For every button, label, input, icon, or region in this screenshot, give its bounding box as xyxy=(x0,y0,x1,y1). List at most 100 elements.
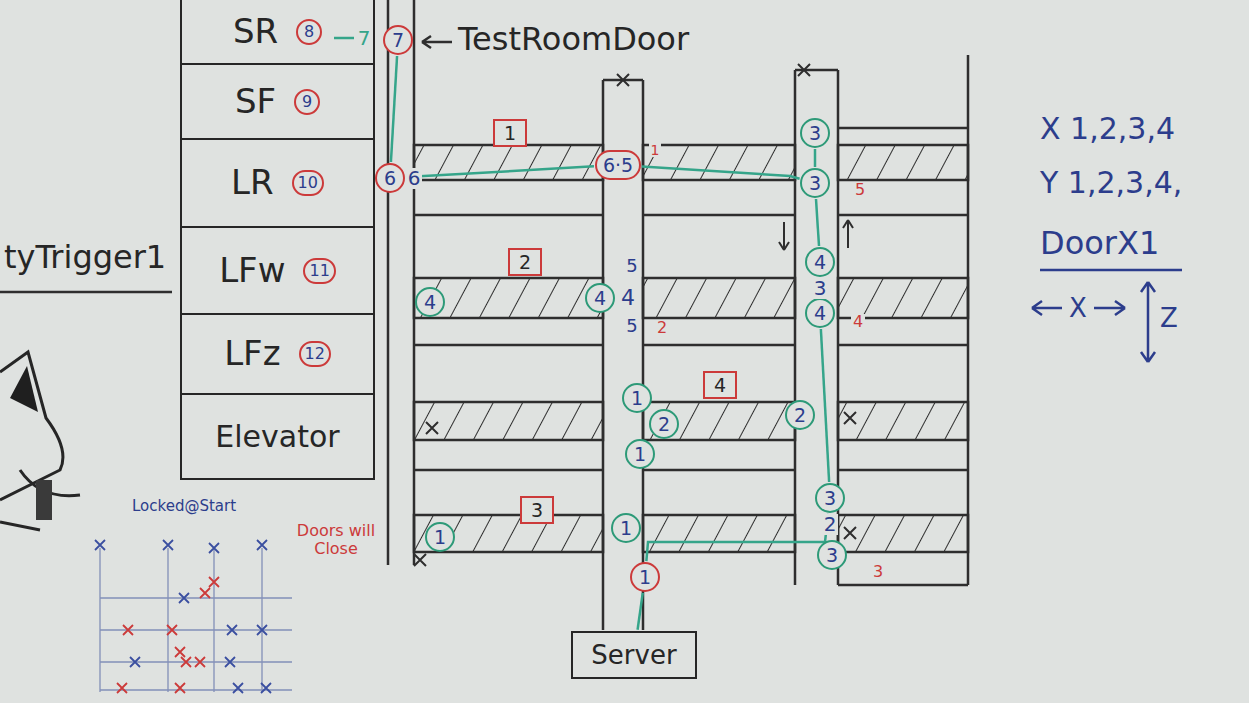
callout-number: 6 xyxy=(406,168,423,189)
teal-link xyxy=(334,37,354,40)
red-circle-marker: 7 xyxy=(383,25,413,55)
note-label: DoorX1 xyxy=(1040,226,1159,261)
callout-number: 7 xyxy=(356,28,373,49)
route-connector xyxy=(646,514,828,561)
marker-number: 4 xyxy=(424,293,436,312)
red-circle-marker: 6 xyxy=(375,163,405,193)
room-name: LFz xyxy=(224,335,280,372)
marker-number: 4 xyxy=(814,253,826,272)
callout-number: X xyxy=(1069,294,1087,323)
fox-tag xyxy=(36,480,52,520)
route-connector xyxy=(821,329,829,482)
callout-number: 5 xyxy=(624,257,639,276)
marker-number: 7 xyxy=(392,31,404,50)
axis-legend-arrows xyxy=(1032,270,1182,362)
green-circle-marker: 1 xyxy=(425,522,455,552)
fox-ear xyxy=(10,366,38,412)
red-box-number: 2 xyxy=(508,248,542,277)
red-box-number: 4 xyxy=(703,371,737,400)
callout-number: 4 xyxy=(619,286,637,309)
marker-number: 1 xyxy=(504,123,516,144)
red-circle-marker: 1 xyxy=(630,562,660,592)
green-circle-marker: 1 xyxy=(611,513,641,543)
test-room-pointer xyxy=(422,36,452,48)
room-box: SF 9 xyxy=(180,65,375,140)
room-box: LR 10 xyxy=(180,140,375,228)
door-x-marks xyxy=(414,64,856,566)
room-number: 11 xyxy=(303,258,335,284)
green-circle-marker: 4 xyxy=(805,247,835,277)
room-box: Elevator xyxy=(180,395,375,480)
room-number: 12 xyxy=(299,341,331,367)
corridor-band xyxy=(643,278,795,318)
direction-arrows xyxy=(779,220,853,250)
marker-number: 2 xyxy=(658,415,670,434)
room-number: 9 xyxy=(294,89,320,115)
corridor-band xyxy=(643,515,795,552)
marker-number: 1 xyxy=(634,445,646,464)
marker-number: 3 xyxy=(531,500,543,521)
green-circle-marker: 3 xyxy=(800,118,830,148)
trigger-underline xyxy=(0,291,172,294)
fox-sketch xyxy=(0,352,80,530)
server-box: Server xyxy=(571,631,696,680)
marker-number: 6·5 xyxy=(603,156,633,175)
green-circle-marker: 1 xyxy=(622,383,652,413)
marker-number: 2 xyxy=(794,406,806,425)
red-box-number: 1 xyxy=(493,119,527,148)
marker-number: 3 xyxy=(826,546,838,565)
note-label: TestRoomDoor xyxy=(458,22,689,57)
green-circle-marker: 3 xyxy=(800,168,830,198)
room-box: LFz 12 xyxy=(180,315,375,395)
mini-grid xyxy=(100,548,292,692)
room-name: SF xyxy=(235,83,276,120)
marker-number: 4 xyxy=(594,289,606,308)
route-connector xyxy=(642,167,800,179)
callout-number: 5 xyxy=(853,182,867,199)
note-label: X 1,2,3,4 xyxy=(1040,112,1175,145)
green-circle-marker: 3 xyxy=(817,540,847,570)
corridor-band xyxy=(414,278,603,318)
callout-number: 5 xyxy=(624,317,639,336)
marker-number: 3 xyxy=(824,489,836,508)
marker-number: 3 xyxy=(809,124,821,143)
room-number: 10 xyxy=(292,170,324,196)
marker-number: 4 xyxy=(714,375,726,396)
room-box: SR 8 xyxy=(180,0,375,65)
corridor-band xyxy=(838,145,968,180)
green-circle-marker: 2 xyxy=(649,409,679,439)
callout-number: 2 xyxy=(655,320,669,337)
room-box: LFw 11 xyxy=(180,228,375,315)
route-connector xyxy=(391,56,397,162)
room-name: LFw xyxy=(219,252,285,289)
note-label: tyTrigger1 xyxy=(4,240,166,275)
note-label: Doors will Close xyxy=(288,522,384,557)
green-circle-marker: 2 xyxy=(785,400,815,430)
callout-number: 1 xyxy=(649,143,662,158)
corridor-band xyxy=(414,402,603,440)
route-connector xyxy=(814,149,817,167)
room-name: LR xyxy=(231,164,274,201)
room-number: 8 xyxy=(296,19,322,45)
red-circle-marker: 6·5 xyxy=(595,150,641,180)
route-connector xyxy=(638,593,643,630)
mini-grid-blue-marks xyxy=(95,540,271,693)
room-name: SR xyxy=(233,13,278,50)
callout-number: 4 xyxy=(851,314,865,331)
route-connector xyxy=(406,166,594,177)
marker-number: 3 xyxy=(809,174,821,193)
green-circle-marker: 4 xyxy=(415,287,445,317)
green-circle-marker: 4 xyxy=(805,298,835,328)
note-label: Locked@Start xyxy=(132,498,236,515)
room-name: Elevator xyxy=(215,420,339,453)
corridor-band xyxy=(838,402,968,440)
server-label: Server xyxy=(591,641,676,670)
marker-number: 2 xyxy=(519,252,531,273)
callout-number: 3 xyxy=(812,278,829,299)
callout-number: Z xyxy=(1160,304,1178,333)
red-box-number: 3 xyxy=(520,496,554,525)
green-circle-marker: 3 xyxy=(815,483,845,513)
corridor-band xyxy=(838,515,968,552)
